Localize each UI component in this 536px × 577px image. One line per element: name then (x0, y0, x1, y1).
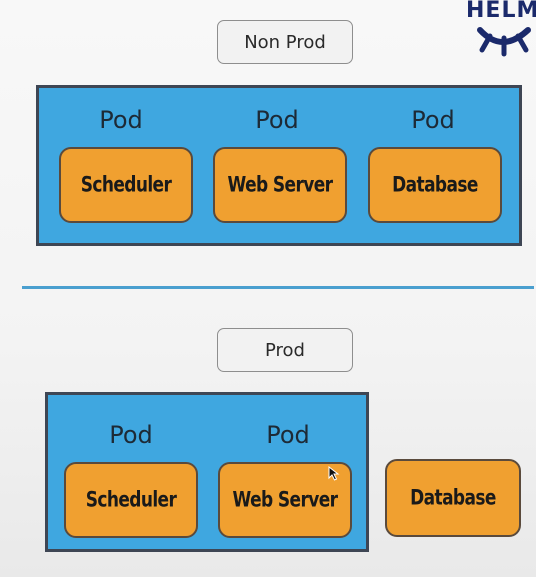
prod-label: Prod (217, 328, 353, 372)
helm-logo: HELM (462, 0, 536, 60)
pod-label: Pod (255, 106, 299, 134)
section-divider (22, 286, 534, 289)
database-component: Database (368, 147, 502, 223)
non-prod-label: Non Prod (217, 20, 353, 64)
helm-logo-text: HELM (466, 0, 536, 23)
prod-cluster: Pod Pod Scheduler Web Server (45, 392, 369, 552)
scheduler-component: Scheduler (59, 147, 193, 223)
component-label: Database (392, 172, 478, 198)
web-server-component: Web Server (213, 147, 347, 223)
pod-label: Pod (109, 421, 153, 449)
component-label: Scheduler (85, 487, 177, 513)
component-label: Database (410, 485, 496, 511)
pod-label: Pod (411, 106, 455, 134)
component-label: Web Server (232, 487, 339, 513)
scheduler-component: Scheduler (64, 462, 198, 538)
pod-label: Pod (266, 421, 310, 449)
pod-label: Pod (99, 106, 143, 134)
non-prod-cluster: Pod Pod Pod Scheduler Web Server Databas… (36, 85, 522, 246)
mouse-cursor-icon (328, 466, 340, 481)
component-label: Web Server (227, 172, 334, 198)
component-label: Scheduler (80, 172, 172, 198)
helm-wheel-icon (477, 27, 531, 57)
database-component: Database (385, 459, 521, 537)
